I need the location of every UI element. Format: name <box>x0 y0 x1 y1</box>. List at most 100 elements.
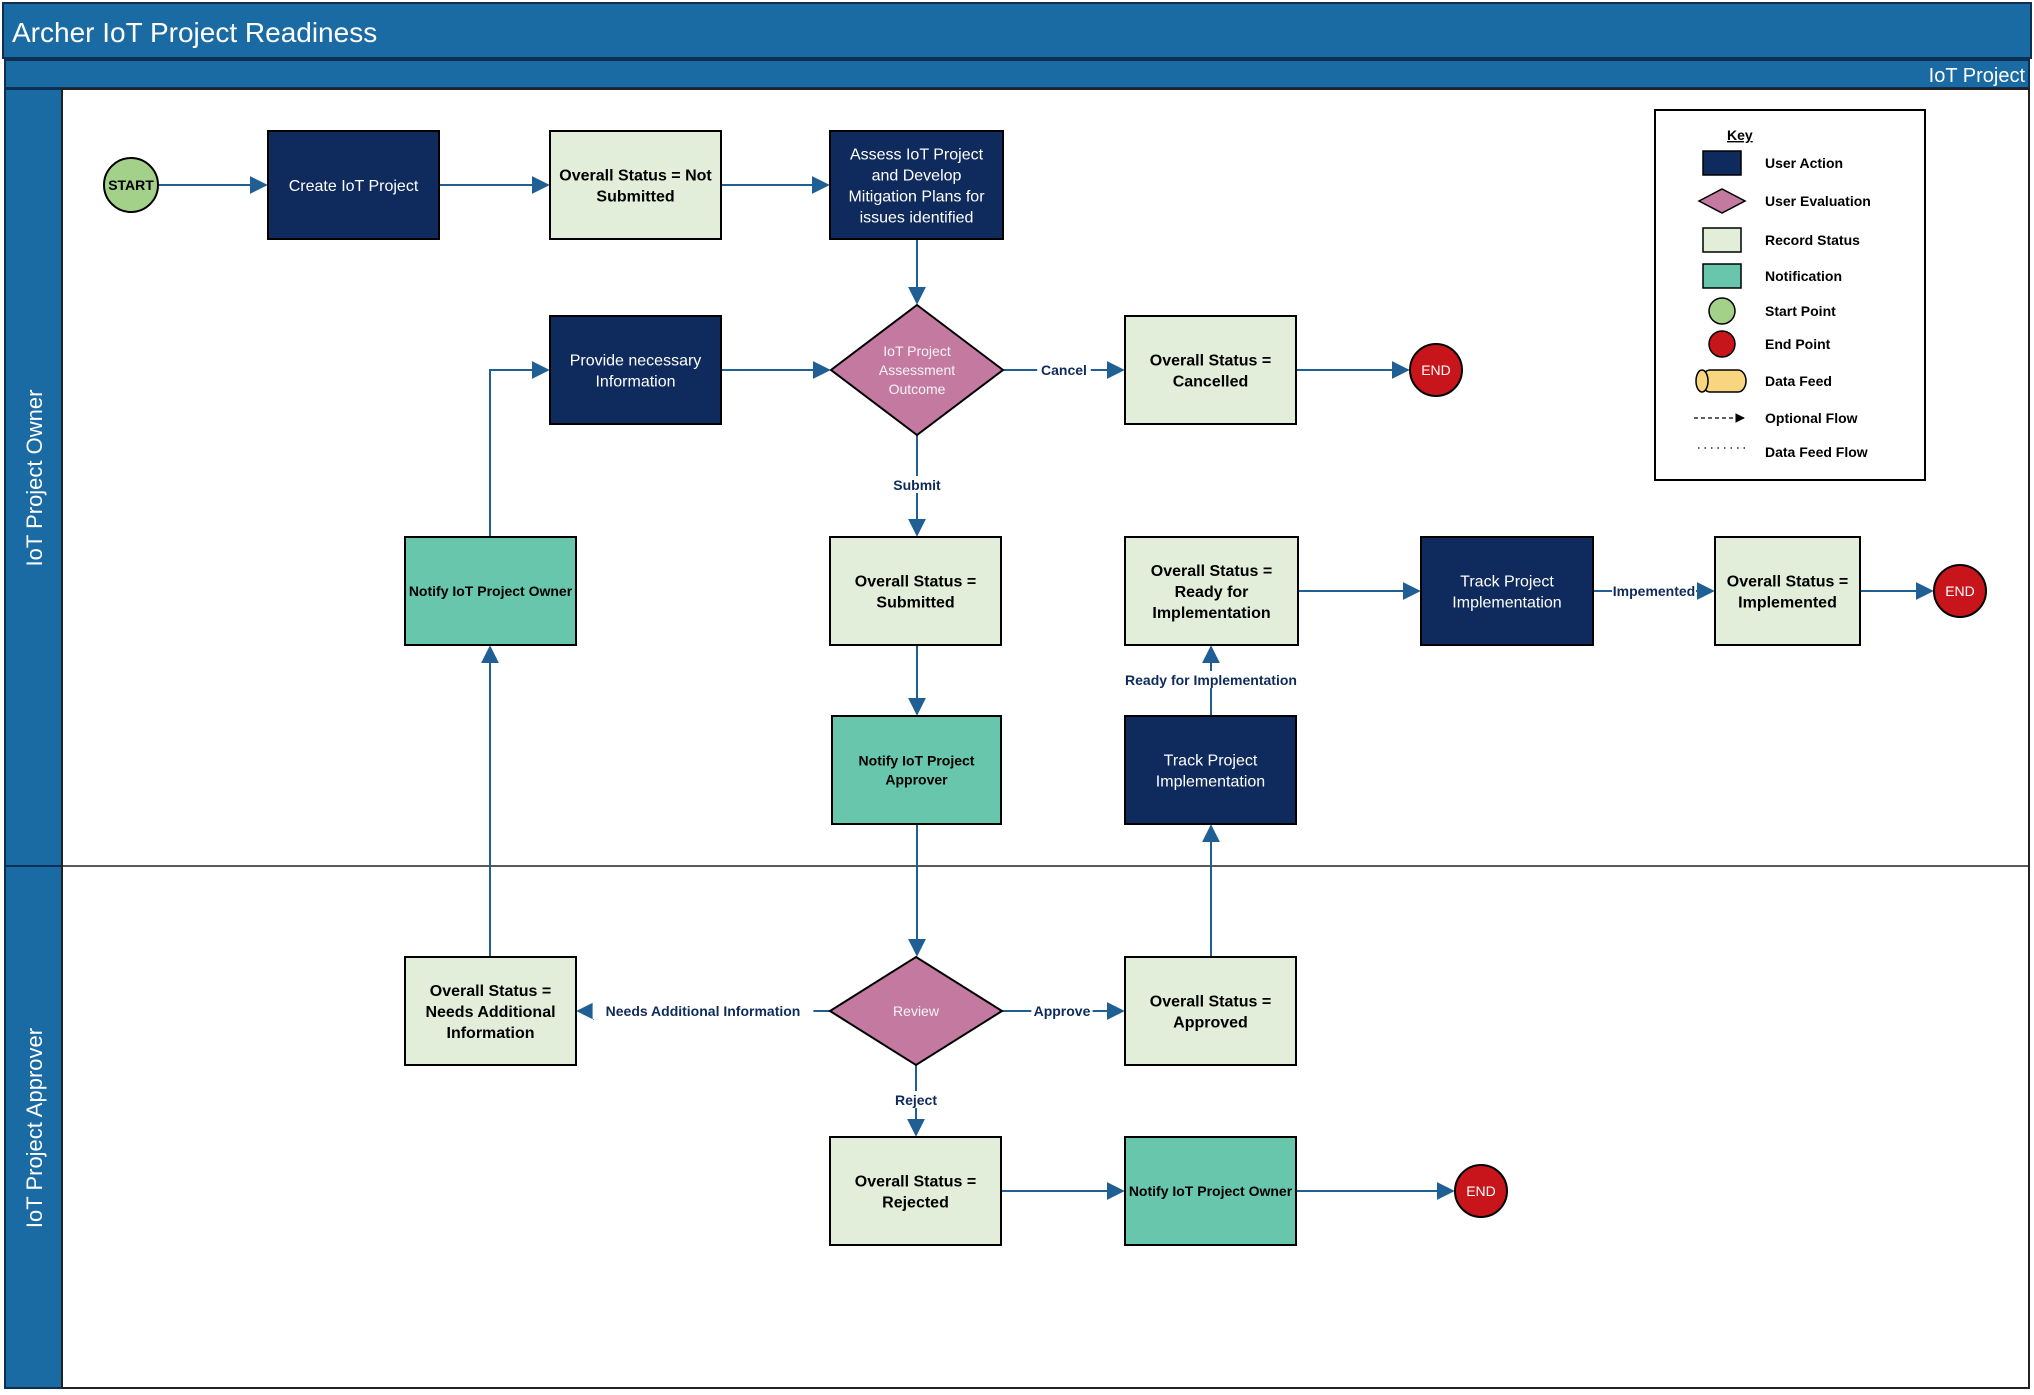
end-point-shape <box>1933 564 1987 618</box>
edge-label-outcome-to-cancelled: Cancel <box>1041 362 1087 378</box>
diagram-title: Archer IoT Project Readiness <box>12 17 377 48</box>
edge-label-bg <box>890 476 944 493</box>
legend-title: Key <box>1727 127 1753 143</box>
decision-diamond <box>829 303 1005 437</box>
node-review: Review <box>828 955 1004 1067</box>
lane-label-approver: IoT Project Approver <box>22 1028 47 1228</box>
node-submitted: Overall Status =Submitted <box>829 536 1002 646</box>
node-label: Create IoT Project <box>289 178 419 195</box>
status-box <box>404 956 577 1066</box>
node-label: Overall Status =Cancelled <box>1150 352 1271 390</box>
legend-frame <box>1654 109 1926 481</box>
edge-label-bg <box>1031 1002 1093 1019</box>
end-point-shape <box>1409 343 1463 397</box>
legend-item-datafeed: Data Feed <box>1695 369 1832 393</box>
legend-item-optional: Optional Flow <box>1694 410 1858 426</box>
node-label: END <box>1945 583 1975 599</box>
node-start: START <box>103 157 159 213</box>
legend-swatch <box>1702 150 1742 176</box>
legend-item-notification: Notification <box>1702 263 1842 289</box>
lane-header-owner <box>4 88 63 867</box>
node-end3: END <box>1454 1164 1508 1218</box>
legend-swatch-cap <box>1695 369 1709 393</box>
node-label: Notify IoT Project Owner <box>1129 1183 1293 1199</box>
legend-label: End Point <box>1765 336 1831 352</box>
edge-label-track2-to-implemented: Impemented <box>1613 583 1695 599</box>
action-box <box>829 130 1004 240</box>
status-box <box>1714 536 1861 646</box>
legend-label: Notification <box>1765 268 1842 284</box>
node-notify-owner: Notify IoT Project Owner <box>404 536 577 646</box>
node-cancelled: Overall Status =Cancelled <box>1124 315 1297 425</box>
title-bar <box>2 2 2032 59</box>
legend-swatch <box>1702 263 1742 289</box>
legend-item-datafeedflow: Data Feed Flow <box>1698 444 1868 460</box>
notification-box <box>1124 1136 1297 1246</box>
legend-label: Record Status <box>1765 232 1860 248</box>
action-box <box>549 315 722 425</box>
node-label: END <box>1466 1183 1496 1199</box>
action-box <box>1124 715 1297 825</box>
node-label: END <box>1421 362 1451 378</box>
edge-label-bg <box>889 1091 943 1108</box>
edge-label-review-to-approved: Approve <box>1034 1003 1091 1019</box>
lane-header-approver <box>4 865 63 1389</box>
node-label: Overall Status =Rejected <box>855 1173 976 1211</box>
pool-header <box>4 59 2030 89</box>
node-label: START <box>108 177 154 193</box>
legend-item-start: Start Point <box>1708 297 1836 325</box>
status-box <box>1124 315 1297 425</box>
legend-item-decision: User Evaluation <box>1697 188 1871 214</box>
status-box <box>1124 536 1299 646</box>
pool-label: IoT Project <box>1929 65 2026 87</box>
node-end2: END <box>1933 564 1987 618</box>
legend-swatch <box>1702 227 1742 253</box>
node-label: Overall Status =Submitted <box>855 573 976 611</box>
edge-label-outcome-to-submitted: Submit <box>893 477 941 493</box>
legend-item-status: Record Status <box>1702 227 1860 253</box>
edge-label-bg <box>1115 671 1307 688</box>
status-box <box>829 536 1002 646</box>
legend-label: Start Point <box>1765 303 1836 319</box>
node-label: Overall Status =Implemented <box>1727 573 1848 611</box>
action-box <box>267 130 440 240</box>
legend-label: User Action <box>1765 155 1843 171</box>
status-box <box>549 130 722 240</box>
edge-label-review-to-needs_info: Needs Additional Information <box>606 1003 801 1019</box>
legend-label: Data Feed <box>1765 373 1832 389</box>
node-create: Create IoT Project <box>267 130 440 240</box>
node-notify-owner2: Notify IoT Project Owner <box>1124 1136 1297 1246</box>
node-approved: Overall Status =Approved <box>1124 956 1297 1066</box>
decision-diamond <box>828 955 1004 1067</box>
edge-label-review-to-rejected: Reject <box>895 1092 937 1108</box>
node-label: Notify IoT Project Owner <box>409 583 573 599</box>
legend-swatch <box>1708 297 1736 325</box>
notification-box <box>831 715 1002 825</box>
edge-label-bg <box>1037 361 1091 378</box>
legend-swatch <box>1708 330 1736 358</box>
legend-label: Data Feed Flow <box>1765 444 1868 460</box>
node-label: Review <box>893 1003 940 1019</box>
edge-label-track1-to-ready: Ready for Implementation <box>1125 672 1297 688</box>
end-point-shape <box>1454 1164 1508 1218</box>
